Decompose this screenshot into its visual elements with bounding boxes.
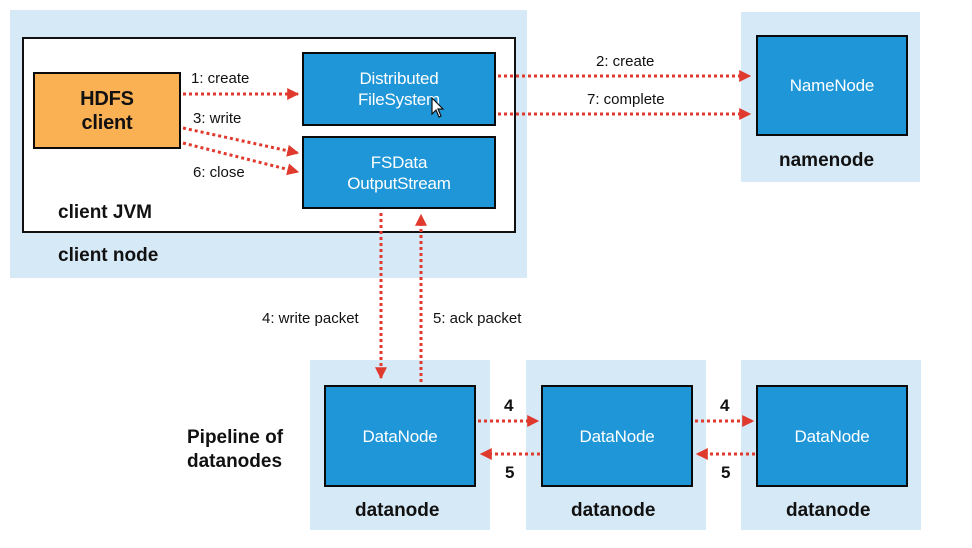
datanode-label-2: datanode [571,500,656,521]
hdfs-client-line1: HDFS [80,87,134,110]
arrow-6-close [182,141,300,176]
fsdos-line2: OutputStream [347,173,451,193]
label-5-ack-packet: 5: ack packet [433,310,522,327]
pipe-ack-label-2: 5 [721,463,731,482]
fsdata-outputstream-box: FSData OutputStream [302,136,496,209]
pipeline-label-line2: datanodes [187,451,283,472]
pipeline-label-line1: Pipeline of [187,427,284,448]
label-7-complete: 7: complete [587,91,665,108]
arrow-3-write [182,126,300,157]
namenode-label: namenode [779,150,875,171]
pipeline-label: Pipeline of datanodes [187,426,283,474]
datanode-label-1: datanode [355,500,440,521]
client-jvm-label: client JVM [58,202,152,223]
label-3-write: 3: write [193,110,242,127]
fsdos-line1: FSData [370,152,428,172]
label-2-create: 2: create [596,53,655,70]
hdfs-client-line2: client [81,111,133,134]
dfs-line2: FileSystem [357,90,441,109]
datanode-box-2: DataNode [541,385,693,487]
label-4-write-packet: 4: write packet [262,310,359,327]
datanode-box-3: DataNode [756,385,908,487]
datanode-box-1: DataNode [324,385,476,487]
pipe-forward-label-2: 4 [720,396,730,415]
client-node-label: client node [58,245,159,266]
dfs-line1: Distributed [359,69,439,88]
label-6-close: 6: close [193,164,245,181]
mouse-cursor-icon [431,97,445,118]
datanode-label-3: datanode [786,500,871,521]
pipe-forward-label-1: 4 [504,396,514,415]
hdfs-client-box: HDFS client [33,72,181,149]
pipe-ack-label-1: 5 [505,463,515,482]
namenode-box: NameNode [756,35,908,136]
distributed-filesystem-box: Distributed FileSystem [302,52,496,126]
label-1-create: 1: create [191,70,250,87]
